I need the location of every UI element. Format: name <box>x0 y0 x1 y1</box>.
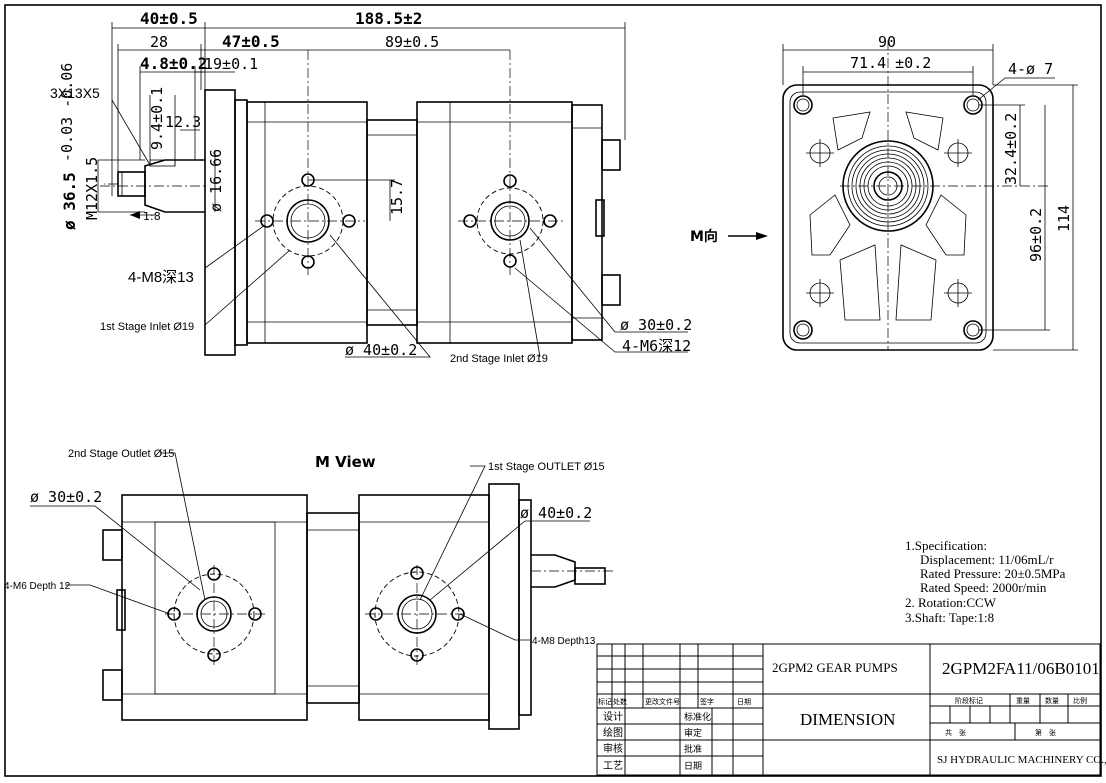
view-direction-label: M向 <box>690 228 718 245</box>
title-block <box>596 643 1101 776</box>
company-name: SJ HYDRAULIC MACHINERY CO.,LTD. <box>937 754 1106 766</box>
dim-36-5: ø 36.5 <box>60 172 79 230</box>
dim-47: 47±0.5 <box>222 32 280 51</box>
tb-process: 工艺 <box>603 760 623 772</box>
tb-check: 审核 <box>603 742 623 755</box>
dim-16-66: ø 16.66 <box>207 149 225 212</box>
dim-90: 90 <box>878 33 896 51</box>
end-view <box>782 40 1078 351</box>
tb-qty: 数量 <box>1045 696 1059 705</box>
spec-line-5: 2. Rotation:CCW <box>905 595 997 610</box>
tb-header-sign: 签字 <box>700 697 714 706</box>
label-4-m8: 4-M8深13 <box>128 269 194 286</box>
dim-188: 188.5±2 <box>355 9 422 28</box>
inlet-port-1 <box>255 50 365 275</box>
dim-19: 19±0.1 <box>204 55 258 73</box>
outlet-port-2 <box>165 565 265 665</box>
dim-28: 28 <box>150 33 168 51</box>
tb-approve: 审定 <box>684 727 702 739</box>
label-outlet-2: 2nd Stage Outlet Ø15 <box>68 448 174 460</box>
dim-15-7: 15.7 <box>388 179 406 215</box>
dim-4-phi7: 4-ø 7 <box>1008 60 1053 78</box>
tb-ratify: 批准 <box>684 743 702 755</box>
dim-taper: 1:8 <box>143 210 161 223</box>
mv-dim-phi30: ø 30±0.2 <box>30 488 102 506</box>
label-inlet-1: 1st Stage Inlet Ø19 <box>100 321 194 333</box>
dim-32-4: 32.4±0.2 <box>1002 113 1020 185</box>
dim-phi40: ø 40±0.2 <box>345 341 417 359</box>
outlet-port-1 <box>365 565 468 665</box>
dim-71-4: 71.4 ±0.2 <box>850 54 931 72</box>
dim-4-8: 4.8±0.2 <box>140 54 207 73</box>
spec-line-3: Rated Pressure: 20±0.5MPa <box>920 566 1066 581</box>
spec-line-2: Displacement: 11/06mL/r <box>920 552 1054 567</box>
drawing-name: DIMENSION <box>800 710 895 729</box>
m-view <box>30 452 615 730</box>
label-outlet-1: 1st Stage OUTLET Ø15 <box>488 461 605 473</box>
tb-header-change: 更改文件号 <box>645 697 680 706</box>
tb-scale: 比例 <box>1073 696 1087 705</box>
tb-sheet-num: 第 张 <box>1035 728 1056 737</box>
dim-89: 89±0.5 <box>385 33 439 51</box>
drawing-number: 2GPM2FA11/06B0101 <box>942 659 1100 678</box>
mv-label-m8: 4-M8 Depth13 <box>532 636 596 647</box>
mv-label-m6: 4-M6 Depth 12 <box>4 581 71 592</box>
dim-12-3: 12.3 <box>165 113 201 131</box>
mv-dim-phi40: ø 40±0.2 <box>520 504 592 522</box>
drawing-frame <box>4 4 1102 777</box>
label-4-m6: 4-M6深12 <box>622 337 691 355</box>
tb-weight: 重量 <box>1016 697 1030 705</box>
dim-9-4: 9.4±0.1 <box>148 87 166 150</box>
m-view-title: M View <box>315 453 376 471</box>
tb-design: 设计 <box>603 710 623 723</box>
product-name: 2GPM2 GEAR PUMPS <box>772 660 898 675</box>
tb-date: 日期 <box>684 761 702 772</box>
spec-line-1: 1.Specification: <box>905 538 987 553</box>
tb-header-date: 日期 <box>737 698 751 706</box>
inlet-port-2 <box>458 50 565 275</box>
tb-header-count: 处数 <box>613 697 627 706</box>
spec-line-6: 3.Shaft: Tape:1:8 <box>905 610 994 625</box>
label-inlet-2: 2nd Stage Inlet Ø19 <box>450 353 548 365</box>
tb-sheets-total: 共 张 <box>945 728 966 737</box>
dim-40: 40±0.5 <box>140 9 198 28</box>
dim-96: 96±0.2 <box>1027 208 1045 262</box>
spec-line-4: Rated Speed: 2000r/min <box>920 580 1047 595</box>
dim-m12: M12X1.5 <box>83 157 101 220</box>
dim-3x13x5: 3X13X5 <box>50 85 100 101</box>
tb-standard: 标准化 <box>684 711 711 723</box>
dim-tolerance: -0.03 -0.06 <box>58 63 76 162</box>
tb-stage: 阶段标记 <box>955 696 983 705</box>
tb-draw: 绘图 <box>603 726 623 739</box>
dim-114: 114 <box>1055 205 1073 232</box>
specification-notes: 1.Specification: Displacement: 11/06mL/r… <box>905 538 1066 625</box>
dim-phi30: ø 30±0.2 <box>620 316 692 334</box>
tb-header-mark: 标记 <box>598 697 612 706</box>
side-view <box>97 22 688 358</box>
